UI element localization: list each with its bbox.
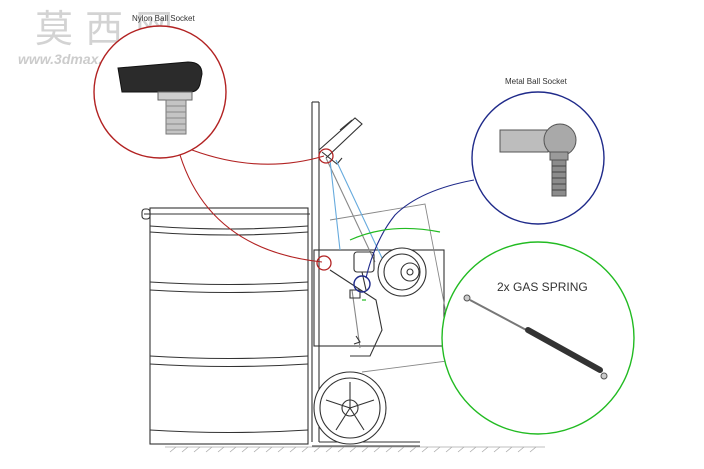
upper-wheel xyxy=(377,247,427,297)
nylon-callout: Nylon Ball Socket xyxy=(93,14,334,271)
metal-magnifier xyxy=(471,91,605,225)
nylon-label: Nylon Ball Socket xyxy=(132,14,195,23)
metal-label: Metal Ball Socket xyxy=(505,77,568,86)
metal-callout: Metal Ball Socket xyxy=(353,77,605,293)
nylon-socket-marker-bottom xyxy=(316,255,332,271)
main-wheel xyxy=(313,371,387,445)
gas-label: 2x GAS SPRING xyxy=(497,280,588,294)
nylon-socket-icon xyxy=(117,61,203,135)
gas-callout: 2x GAS SPRING xyxy=(349,227,635,435)
gas-spring-icon xyxy=(463,294,608,380)
nylon-socket-marker-top xyxy=(318,148,334,164)
drum xyxy=(141,207,310,445)
ground xyxy=(165,446,545,453)
hand-truck-frame xyxy=(311,101,456,447)
metal-socket-icon xyxy=(499,123,577,197)
metal-socket-marker xyxy=(353,275,371,293)
